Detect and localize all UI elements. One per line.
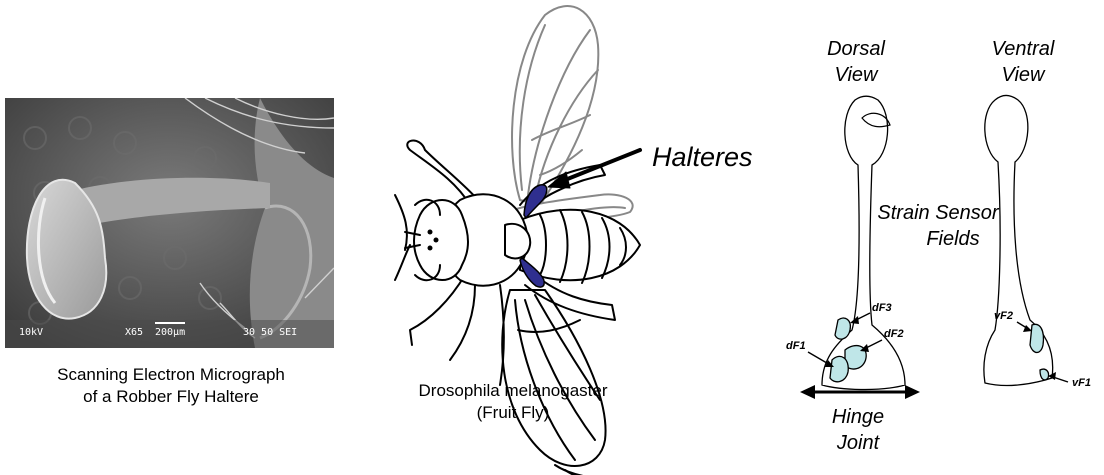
fly-head	[414, 200, 468, 280]
field-dF3	[835, 318, 850, 339]
strain-line1: Strain Sensor	[858, 200, 1018, 226]
field-vF1	[1040, 369, 1049, 380]
dorsal-line1: Dorsal	[820, 36, 892, 62]
sem-info-label: 30 50 SEI	[243, 327, 297, 338]
sem-caption-line1: Scanning Electron Micrograph	[0, 364, 342, 386]
fly-abdomen	[520, 210, 640, 283]
fly-caption-line1: Drosophila melanogaster	[388, 380, 638, 402]
field-dF1	[830, 356, 848, 381]
label-vF1: vF1	[1072, 377, 1091, 389]
dorsal-knob-detail	[862, 113, 890, 126]
label-dF2: dF2	[884, 328, 904, 340]
strain-line2: Fields	[858, 226, 1018, 252]
sem-micrograph-image	[5, 98, 334, 348]
sem-mag-label: X65	[125, 327, 143, 338]
field-vF2	[1030, 324, 1043, 352]
fly-legs	[395, 141, 615, 385]
label-vF2: vF2	[994, 310, 1013, 322]
dorsal-view-label: Dorsal View	[820, 36, 892, 88]
sem-caption-line2: of a Robber Fly Haltere	[0, 386, 342, 408]
field-arrows	[808, 313, 1068, 382]
field-dF2	[845, 346, 866, 369]
sem-caption: Scanning Electron Micrograph of a Robber…	[0, 364, 342, 408]
ventral-line1: Ventral	[982, 36, 1064, 62]
hinge-line2: Joint	[812, 430, 904, 456]
ventral-line2: View	[982, 62, 1064, 88]
ocellus-1	[428, 230, 433, 235]
hinge-line1: Hinge	[812, 404, 904, 430]
haltere-lower	[520, 258, 544, 287]
fly-caption-line2: (Fruit Fly)	[388, 402, 638, 424]
haltere-upper	[524, 185, 547, 218]
label-dF3: dF3	[872, 302, 892, 314]
hinge-joint-label: Hinge Joint	[812, 404, 904, 456]
halteres-arrow	[560, 150, 640, 182]
upper-wing	[500, 6, 633, 222]
fly-scutellum	[505, 224, 530, 259]
sem-micrograph: 10kV X65 200µm 30 50 SEI	[5, 98, 334, 348]
ventral-view-label: Ventral View	[982, 36, 1064, 88]
fly-caption: Drosophila melanogaster (Fruit Fly)	[388, 380, 638, 424]
sem-kv-label: 10kV	[19, 327, 43, 338]
ocellus-3	[428, 246, 433, 251]
fly-thorax	[445, 194, 528, 285]
dorsal-line2: View	[820, 62, 892, 88]
strain-sensor-label: Strain Sensor Fields	[858, 200, 1018, 252]
sem-scale-label: 200µm	[155, 327, 185, 338]
halteres-label: Halteres	[652, 142, 753, 173]
ocellus-2	[434, 238, 439, 243]
label-dF1: dF1	[786, 340, 806, 352]
halteres-arrowhead	[548, 172, 570, 188]
